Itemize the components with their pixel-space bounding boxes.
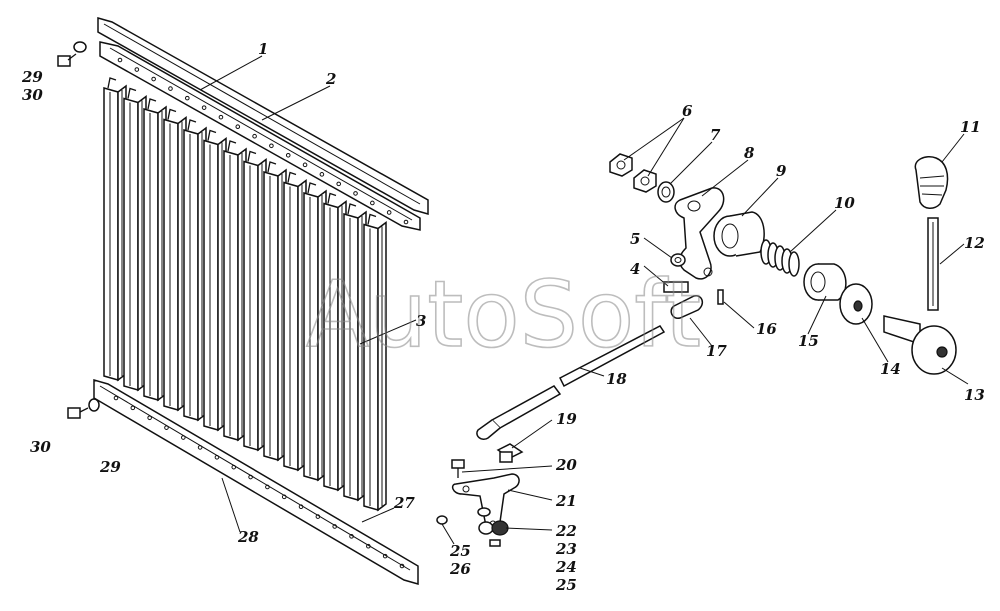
callout-labels: 1 2 3 4 5 6 7 8 9 10 11 12 13 14 15 16 1… [21,40,985,594]
slat [283,171,307,472]
pin-16 [717,289,724,305]
callout-7: 7 [710,126,721,144]
callout-18: 18 [606,370,627,388]
callout-22: 22 [555,522,577,540]
bolt-bottom [67,398,100,419]
slat [163,108,187,412]
disc-14 [839,283,873,325]
bushing-9 [713,211,765,257]
callout-26: 26 [449,560,471,578]
lever-8 [674,187,725,280]
slat [243,150,267,452]
sleeve-15 [803,263,847,301]
screw-20 [451,459,465,478]
knob-11 [914,156,949,209]
slat [123,87,147,392]
block-19 [496,443,524,463]
pin-4 [663,281,689,293]
callout-19: 19 [556,410,577,428]
slat [203,129,227,432]
bottom-rail [93,379,419,585]
callout-6: 6 [682,102,693,120]
slat [183,119,207,422]
nuts-6 [609,153,657,193]
callout-30-bottom: 30 [30,438,51,456]
callout-8: 8 [744,144,755,162]
callout-12: 12 [964,234,985,252]
callout-21: 21 [555,492,577,510]
callout-30-top: 30 [22,86,43,104]
watermark-text: AutoSoft [306,261,701,368]
slat [103,77,127,382]
callout-10: 10 [834,194,855,212]
shutter-slats [103,77,387,512]
callout-14: 14 [880,360,901,378]
callout-28: 28 [237,528,259,546]
callout-25-left: 25 [449,542,471,560]
rod-12 [927,217,939,311]
callout-15: 15 [798,332,819,350]
clip-17 [670,295,704,319]
leader-lines [199,55,969,545]
callout-23: 23 [555,540,577,558]
slat [223,140,247,442]
callout-5: 5 [630,230,640,248]
callout-3: 3 [416,312,426,330]
callout-4: 4 [630,260,640,278]
slat [343,203,367,502]
spring-10 [760,239,800,277]
callout-17: 17 [706,342,727,360]
callout-24: 24 [555,558,577,576]
callout-29-bottom: 29 [99,458,121,476]
callout-2: 2 [325,70,336,88]
bolt-top [57,41,87,67]
shaft-18 [476,325,666,441]
callout-16: 16 [756,320,777,338]
callout-11: 11 [960,118,981,136]
callout-25-right: 25 [555,576,577,594]
washer-7 [657,181,675,203]
top-rail [97,17,429,231]
callout-20: 20 [555,456,577,474]
callout-27: 27 [393,494,415,512]
washer-5 [670,253,686,267]
callout-29-top: 29 [21,68,43,86]
slat [363,213,387,512]
callout-1: 1 [258,40,268,58]
slat [263,161,287,462]
slat [143,98,167,402]
handle-13 [883,315,957,375]
callout-9: 9 [776,162,787,180]
callout-13: 13 [964,386,985,404]
